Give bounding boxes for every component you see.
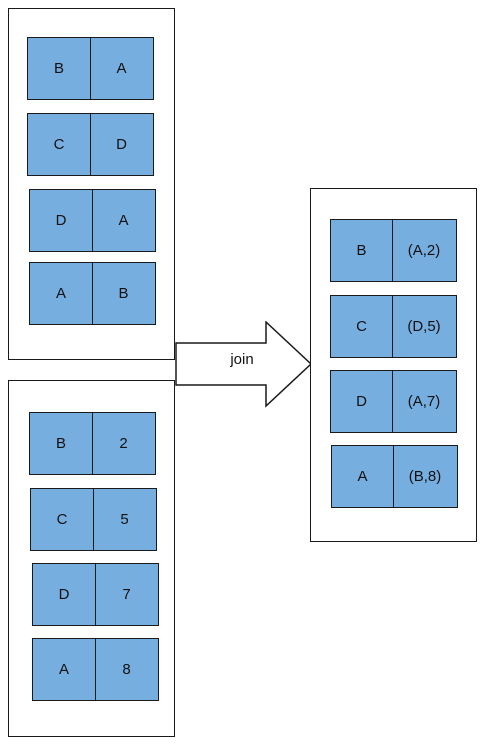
key-cell: B <box>29 412 93 475</box>
table-row: B 2 <box>29 412 156 475</box>
key-cell: D <box>32 563 96 626</box>
value-cell: (D,5) <box>391 295 457 358</box>
key-cell: C <box>330 295 393 358</box>
table-row: A (B,8) <box>331 445 458 508</box>
key-cell: A <box>32 638 96 701</box>
key-cell: D <box>330 370 393 433</box>
table-row: D 7 <box>32 563 159 626</box>
table-row: C D <box>27 113 154 176</box>
table-row: C 5 <box>30 488 157 551</box>
value-cell: (B,8) <box>392 445 458 508</box>
key-cell: A <box>29 262 93 325</box>
key-cell: B <box>330 219 393 282</box>
value-cell: B <box>91 262 156 325</box>
value-cell: 7 <box>94 563 159 626</box>
value-cell: A <box>89 37 154 100</box>
right-arrow-icon <box>175 321 313 408</box>
key-cell: C <box>27 113 91 176</box>
value-cell: 2 <box>91 412 156 475</box>
join-label: join <box>230 351 254 368</box>
table-row: D (A,7) <box>330 370 457 433</box>
key-cell: B <box>27 37 91 100</box>
key-cell: D <box>29 189 93 252</box>
value-cell: 5 <box>92 488 157 551</box>
table-row: B A <box>27 37 154 100</box>
value-cell: 8 <box>94 638 159 701</box>
key-cell: C <box>30 488 94 551</box>
value-cell: (A,2) <box>391 219 457 282</box>
table-row: C (D,5) <box>330 295 457 358</box>
table-row: A B <box>29 262 156 325</box>
key-cell: A <box>331 445 394 508</box>
value-cell: D <box>89 113 154 176</box>
value-cell: A <box>91 189 156 252</box>
table-row: D A <box>29 189 156 252</box>
table-row: B (A,2) <box>330 219 457 282</box>
value-cell: (A,7) <box>391 370 457 433</box>
table-row: A 8 <box>32 638 159 701</box>
